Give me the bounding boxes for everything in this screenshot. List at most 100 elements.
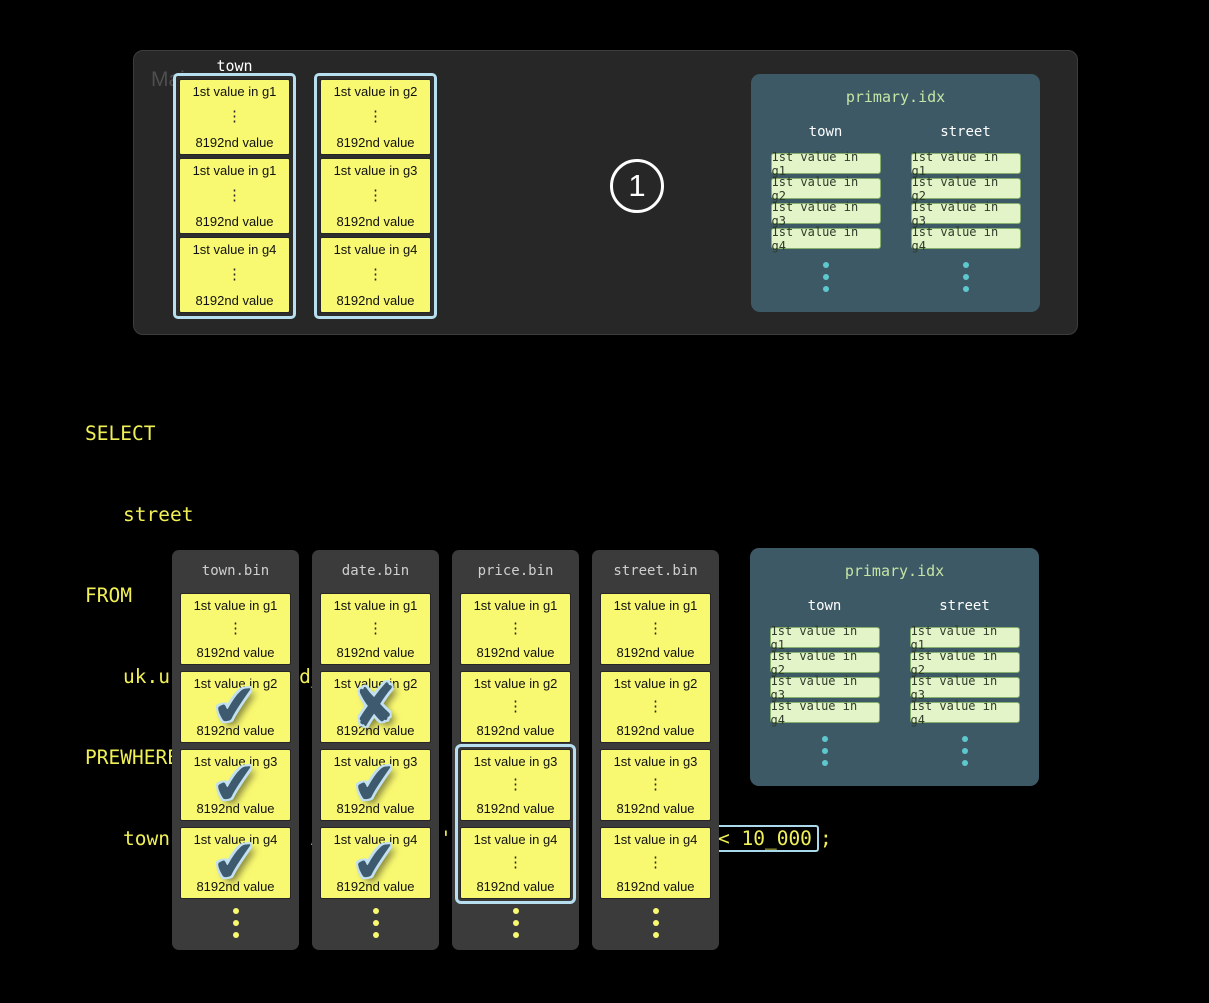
bin-granule-stack: 1st value in g1 ⋮ 8192nd value 1st value… <box>320 593 431 899</box>
primary-index-column-street: street 1st value in g1 1st value in g2 1… <box>910 124 1021 292</box>
primary-index-panel-top: primary.idx town 1st value in g1 1st val… <box>751 74 1040 312</box>
memory-column-label: town <box>216 57 253 75</box>
sql-keyword-from: FROM <box>85 584 132 607</box>
primary-index-column-street: street 1st value in g1 1st value in g2 1… <box>909 598 1020 766</box>
vertical-ellipsis-icon: ⋮ <box>227 108 242 125</box>
vertical-ellipsis-icon: ⋮ <box>648 854 663 871</box>
bin-granule-stack: 1st value in g1 ⋮ 8192nd value 1st value… <box>600 593 711 899</box>
vertical-ellipsis-icon: ⋮ <box>227 187 242 204</box>
granule-last-value: 8192nd value <box>336 645 415 660</box>
primary-index-columns: town 1st value in g1 1st value in g2 1st… <box>751 124 1040 292</box>
granule-last-value: 8192nd value <box>195 214 274 229</box>
ellipsis-dots <box>512 908 519 938</box>
vertical-ellipsis-icon: ⋮ <box>228 776 243 793</box>
granule-block: 1st value in g4 ⋮ 8192nd value ✔ <box>320 827 431 899</box>
index-entry: 1st value in g3 <box>769 674 880 702</box>
granule-block: 1st value in g4 ⋮ 8192nd value <box>179 237 290 313</box>
primary-index-title: primary.idx <box>844 562 945 580</box>
granule-block: 1st value in g1 ⋮ 8192nd value <box>179 79 290 155</box>
memory-granule-stack-1: 1st value in g1 ⋮ 8192nd value 1st value… <box>173 73 296 319</box>
index-entry: 1st value in g3 <box>770 200 881 228</box>
index-entry: 1st value in g2 <box>910 175 1021 203</box>
granule-block: 1st value in g2 ⋮ 8192nd value ✔ <box>180 671 291 743</box>
vertical-ellipsis-icon: ⋮ <box>508 698 523 715</box>
granule-last-value: 8192nd value <box>336 214 415 229</box>
vertical-ellipsis-icon: ⋮ <box>228 620 243 637</box>
index-entry: 1st value in g1 <box>909 624 1020 652</box>
bin-panel-date: date.bin 1st value in g1 ⋮ 8192nd value … <box>312 550 439 950</box>
vertical-ellipsis-icon: ⋮ <box>508 776 523 793</box>
vertical-ellipsis-icon: ⋮ <box>508 854 523 871</box>
ellipsis-dots <box>232 908 239 938</box>
granule-first-value: 1st value in g1 <box>193 598 278 613</box>
granule-first-value: 1st value in g1 <box>192 163 277 178</box>
index-entry: 1st value in g2 <box>770 175 881 203</box>
granule-first-value: 1st value in g4 <box>193 832 278 847</box>
granule-last-value: 8192nd value <box>196 801 275 816</box>
step-1-badge: 1 <box>610 159 664 213</box>
vertical-ellipsis-icon: ⋮ <box>648 776 663 793</box>
vertical-ellipsis-icon: ⋮ <box>368 187 383 204</box>
granule-last-value: 8192nd value <box>616 801 695 816</box>
step-number: 1 <box>628 168 646 203</box>
index-entry: 1st value in g4 <box>910 225 1021 253</box>
granule-first-value: 1st value in g3 <box>193 754 278 769</box>
ellipsis-dots <box>822 262 829 292</box>
granule-last-value: 8192nd value <box>476 801 555 816</box>
sql-keyword-select: SELECT <box>85 422 156 445</box>
granule-first-value: 1st value in g4 <box>333 832 418 847</box>
bin-file-name: street.bin <box>613 563 698 579</box>
granule-first-value: 1st value in g3 <box>473 754 558 769</box>
sql-condition-suffix: ; <box>819 827 832 850</box>
bin-granule-stack: 1st value in g1 ⋮ 8192nd value 1st value… <box>180 593 291 899</box>
bin-panel-price: price.bin 1st value in g1 ⋮ 8192nd value… <box>452 550 579 950</box>
vertical-ellipsis-icon: ⋮ <box>227 266 242 283</box>
primary-index-columns: town 1st value in g1 1st value in g2 1st… <box>750 598 1039 766</box>
granule-first-value: 1st value in g2 <box>333 676 418 691</box>
granule-last-value: 8192nd value <box>196 645 275 660</box>
granule-last-value: 8192nd value <box>195 293 274 308</box>
index-entry: 1st value in g4 <box>769 699 880 727</box>
bin-panel-street: street.bin 1st value in g1 ⋮ 8192nd valu… <box>592 550 719 950</box>
granule-last-value: 8192nd value <box>336 293 415 308</box>
granule-block: 1st value in g2 ⋮ 8192nd value <box>460 671 571 743</box>
index-entry: 1st value in g1 <box>910 150 1021 178</box>
granule-block: 1st value in g1 ⋮ 8192nd value <box>600 593 711 665</box>
granule-block: 1st value in g2 ⋮ 8192nd value ✘ <box>320 671 431 743</box>
granule-first-value: 1st value in g3 <box>613 754 698 769</box>
granule-block: 1st value in g4 ⋮ 8192nd value <box>460 827 571 899</box>
ellipsis-dots <box>962 262 969 292</box>
granule-first-value: 1st value in g4 <box>333 242 418 257</box>
index-entry: 1st value in g4 <box>909 699 1020 727</box>
granule-block: 1st value in g1 ⋮ 8192nd value <box>320 593 431 665</box>
memory-granule-stack-2: 1st value in g2 ⋮ 8192nd value 1st value… <box>314 73 437 319</box>
index-entry: 1st value in g3 <box>909 674 1020 702</box>
granule-block: 1st value in g1 ⋮ 8192nd value <box>179 158 290 234</box>
index-entry: 1st value in g3 <box>910 200 1021 228</box>
index-entry: 1st value in g2 <box>769 649 880 677</box>
granule-last-value: 8192nd value <box>476 723 555 738</box>
granule-last-value: 8192nd value <box>476 645 555 660</box>
granule-first-value: 1st value in g3 <box>333 754 418 769</box>
granule-first-value: 1st value in g2 <box>333 84 418 99</box>
granule-block: 1st value in g1 ⋮ 8192nd value <box>180 593 291 665</box>
granule-block: 1st value in g2 ⋮ 8192nd value <box>320 79 431 155</box>
vertical-ellipsis-icon: ⋮ <box>368 854 383 871</box>
vertical-ellipsis-icon: ⋮ <box>368 776 383 793</box>
granule-first-value: 1st value in g3 <box>333 163 418 178</box>
bin-granule-stack: 1st value in g1 ⋮ 8192nd value 1st value… <box>455 593 576 904</box>
granule-block: 1st value in g3 ⋮ 8192nd value <box>600 749 711 821</box>
granule-first-value: 1st value in g2 <box>193 676 278 691</box>
column-header: street <box>940 124 991 140</box>
granule-last-value: 8192nd value <box>196 879 275 894</box>
vertical-ellipsis-icon: ⋮ <box>648 698 663 715</box>
granule-last-value: 8192nd value <box>336 879 415 894</box>
granule-last-value: 8192nd value <box>616 645 695 660</box>
granule-first-value: 1st value in g4 <box>473 832 558 847</box>
granule-last-value: 8192nd value <box>336 135 415 150</box>
granule-last-value: 8192nd value <box>195 135 274 150</box>
bin-file-name: town.bin <box>201 563 270 579</box>
vertical-ellipsis-icon: ⋮ <box>368 266 383 283</box>
index-entry: 1st value in g2 <box>909 649 1020 677</box>
